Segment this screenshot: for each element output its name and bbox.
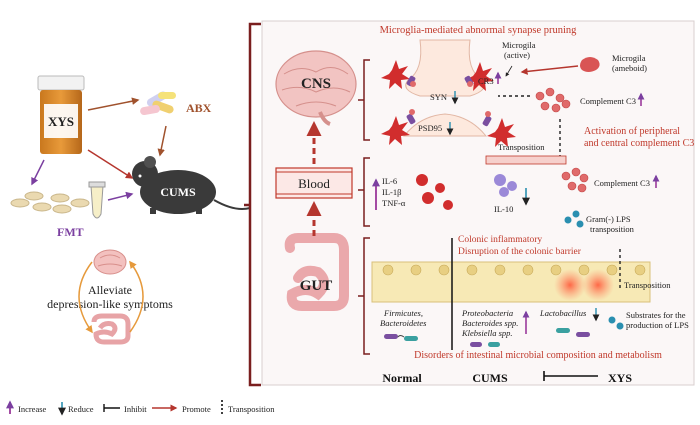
substrates-line2: production of LPS [626,320,689,330]
xys-pill-bottle: XYS [37,75,85,154]
abx-capsules-icon [140,91,176,116]
legend-increase-label: Increase [18,404,47,414]
complement-c3-cluster-blood [561,167,589,193]
arrow-fmt-to-cums [107,191,134,201]
left-panel: XYS ABX FMT [10,75,251,345]
lps-line1: Gram(-) LPS [586,214,631,224]
label-xys: XYS [608,371,632,385]
transposition-gut-label: Transposition [624,280,671,290]
microglia-ameboid-line1: Microgila [612,53,646,63]
abx-label: ABX [186,101,212,115]
vessel-band [485,155,567,165]
fmt-pellets-icon [10,191,90,214]
fmt-label: FMT [57,225,84,239]
microglia-active-line1: Microgila [502,40,536,50]
complement-c3-blood-label: Complement C3 [594,178,650,188]
firmicutes-line1: Firmicutes, [383,308,423,318]
bacteria-normal-icon [384,334,418,341]
cycle-arrow-right [129,260,144,333]
cytokine-cells-icon [416,174,453,210]
legend-reduce-label: Reduce [68,404,94,414]
il6-label: IL-6 [382,176,397,186]
alleviate-line1: Alleviate [88,283,132,297]
microglia-ameboid-icon [580,57,600,72]
bracket-cns [358,59,370,141]
legend-transposition-label: Transposition [228,404,275,414]
il10-cells-icon [494,174,517,197]
activation-line1: Activation of peripheral [584,126,680,137]
psd95-label: PSD95 [418,123,442,133]
microglia-active-line2: (active) [504,50,530,60]
arrow-abx-to-cums [157,125,167,157]
il10-label: IL-10 [494,204,513,214]
legend-inhibit-label: Inhibit [124,404,147,414]
lps-line2: transposition [590,224,635,234]
fmt-tube-icon [88,181,106,219]
cr3-label: CR3 [478,76,494,86]
arrow-ameboid-to-active [520,65,579,75]
cns-brain-icon [275,50,357,126]
tnfa-label: TNF-α [382,198,406,208]
arrow-microglia-active [505,65,513,77]
complement-c3-cluster-cns [535,87,571,113]
syn-label: SYN [430,92,447,102]
cums-mouse-icon [132,156,251,214]
il1b-label: IL-1β [382,187,401,197]
complement-c3-top-label: Complement C3 [580,96,636,106]
gut-small-icon [91,313,131,345]
c3-dots-cns [409,81,491,117]
arrow-xys-to-fmt [31,159,45,186]
legend-promote-label: Promote [182,404,211,414]
transposition-blood-label: Transposition [498,142,545,152]
alleviate-line2: depression-like symptoms [47,297,173,311]
cns-label: CNS [301,76,331,92]
intestinal-epithelium [371,261,651,303]
microglia-active-icon [381,60,516,147]
disorders-label: Disorders of intestinal microbial compos… [414,350,662,361]
microglia-ameboid-line2: (ameboid) [612,63,647,73]
lactobacillus-label: Lactobacillus [539,308,587,318]
blood-vessel-icon [275,167,353,199]
xys-label: XYS [48,114,74,129]
cycle-arrow-left [78,261,93,334]
firmicutes-line2: Bacteroidetes [380,318,427,328]
gut-label: GUT [300,278,333,294]
label-cums: CUMS [472,371,508,385]
bacteria-cums-icon [470,342,500,347]
activation-line2: and central complement C3 [584,138,694,149]
lps-molecules-icon [564,210,584,228]
inflam-line1: Colonic inflammatory [458,234,542,245]
brain-small-icon [93,249,127,275]
gut-organ-icon [284,233,349,311]
arrow-xys-to-cums [87,149,134,179]
proteo-line2: Bacteroides spp. [462,318,518,328]
legend-inhibit-symbol [103,404,120,412]
cums-mouse-label: CUMS [160,185,196,199]
blood-label: Blood [298,176,330,191]
bracket-gut [358,237,370,355]
cns-title: Microglia-mediated abnormal synapse prun… [380,25,578,36]
main-bracket [244,22,261,387]
arrow-xys-to-abx [87,97,140,111]
inflam-line2: Disruption of the colonic barrier [458,246,582,257]
bacteria-xys-icon [556,328,590,337]
label-normal: Normal [382,371,422,385]
inhibit-symbol [543,371,598,381]
bracket-blood [358,157,370,227]
substrates-line1: Substrates for the [626,310,686,320]
lps-substrate-icon [608,316,624,330]
legend: Increase Reduce Inhibit Promote Transpos… [6,400,275,416]
proteo-line3: Klebsiella spp. [461,328,513,338]
proteo-line1: Proteobacteria [461,308,513,318]
synapse-terminal-icon [402,39,488,137]
